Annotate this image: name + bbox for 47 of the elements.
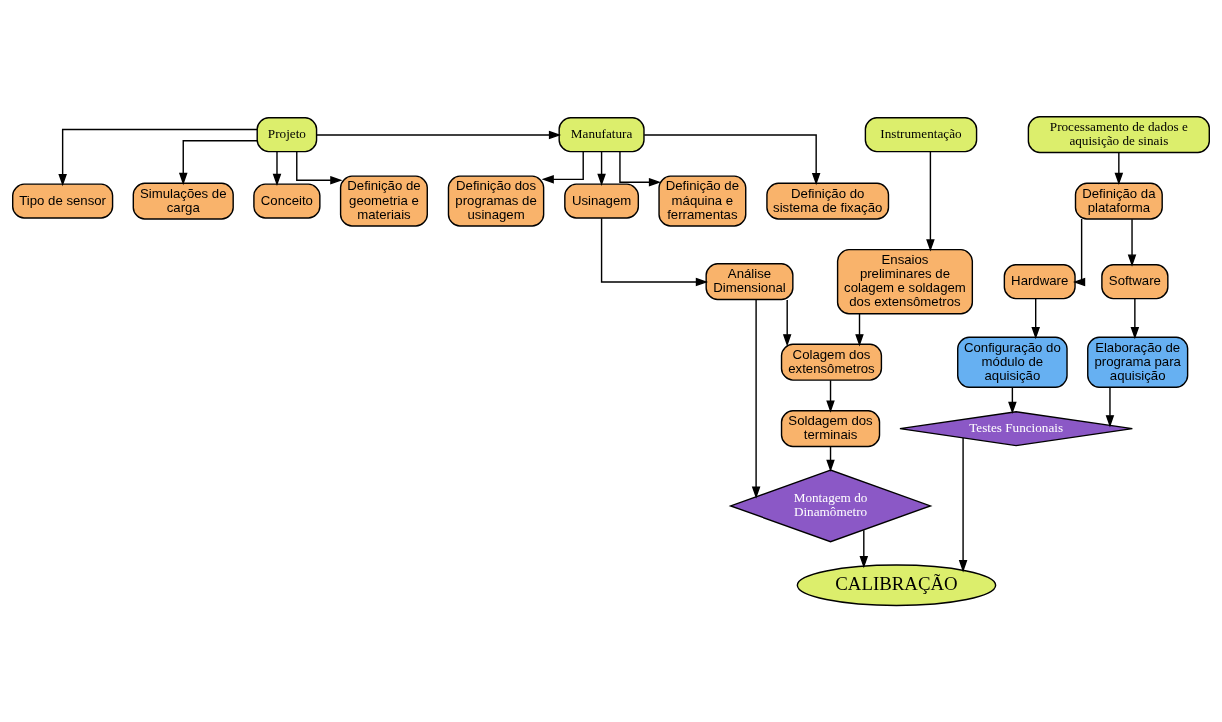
node-box: Definição dos programas de usinagem xyxy=(447,175,545,227)
node-box: Ensaios preliminares de colagem e soldagem dos extensômetros xyxy=(836,248,974,315)
arrow xyxy=(619,151,662,187)
node-diamond: Testes Funcionais xyxy=(899,410,1134,447)
node-ellipse: CALIBRAÇÃO xyxy=(796,564,997,607)
arrow xyxy=(58,128,258,187)
node-box: Simulações de carga xyxy=(132,182,234,220)
arrow xyxy=(1114,152,1124,186)
arrow xyxy=(751,298,761,499)
arrow xyxy=(643,134,821,186)
arrow xyxy=(1072,218,1086,287)
node-box: Elaboração de programa para aquisição xyxy=(1087,336,1189,388)
node-box: Conceito xyxy=(253,183,321,219)
arrow xyxy=(782,299,792,347)
arrow xyxy=(1127,218,1137,267)
arrow xyxy=(600,217,709,287)
arrow xyxy=(316,130,562,140)
arrow xyxy=(597,151,606,186)
arrow xyxy=(1031,298,1040,340)
node-box: Usinagem xyxy=(564,183,640,219)
node-box: Configuração do módulo de aquisição xyxy=(957,336,1068,388)
arrow xyxy=(855,313,864,347)
node-box: Instrumentação xyxy=(864,117,978,153)
arrow xyxy=(1105,386,1115,428)
arrow xyxy=(1130,298,1140,340)
arrow xyxy=(826,379,835,413)
node-box: Análise Dimensional xyxy=(705,263,794,301)
node-box: Tipo de sensor xyxy=(12,183,114,219)
node-box: Software xyxy=(1101,264,1169,300)
arrow xyxy=(296,150,343,185)
node-diamond: Montagem do Dinamômetro xyxy=(728,469,933,543)
arrow xyxy=(178,140,258,186)
arrow xyxy=(958,437,968,573)
node-box: Definição de máquina e ferramentas xyxy=(658,175,747,227)
node-box: Processamento de dados e aquisição de sinais xyxy=(1027,116,1210,154)
node-box: Hardware xyxy=(1003,264,1076,300)
node-box: Definição da plataforma xyxy=(1074,182,1163,220)
node-box: Soldagem dos terminais xyxy=(780,410,881,448)
node-box: Manufatura xyxy=(558,117,645,153)
node-box: Definição de geometria e materiais xyxy=(339,175,428,227)
arrow xyxy=(541,151,584,184)
arrow xyxy=(859,529,869,569)
node-box: Definição do sistema de fixação xyxy=(766,182,890,220)
node-box: Projeto xyxy=(256,117,318,153)
node-box: Colagem dos extensômetros xyxy=(780,343,883,381)
arrow xyxy=(926,151,935,252)
arrow xyxy=(272,151,282,186)
